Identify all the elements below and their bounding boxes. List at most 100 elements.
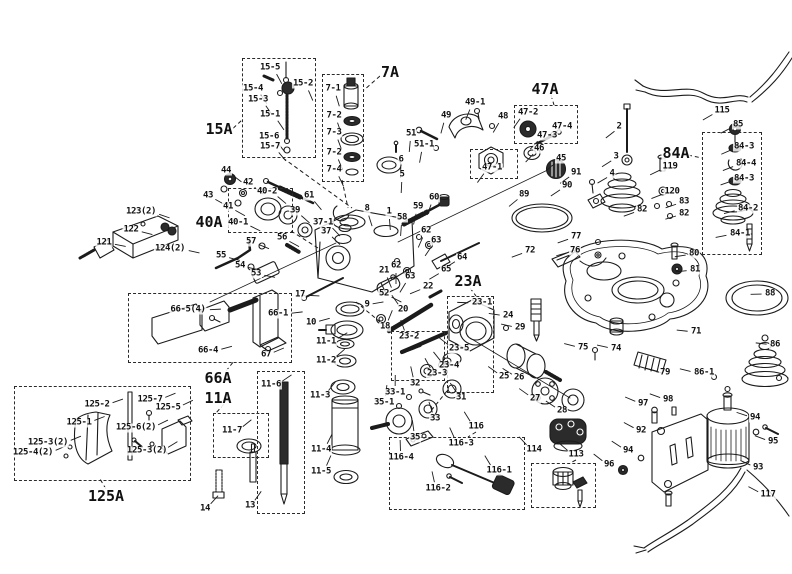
part-leader-line xyxy=(736,411,748,417)
part-leader-line xyxy=(593,453,603,462)
part-label-47-3: 47-3 xyxy=(535,130,559,141)
part-label-1: 1 xyxy=(385,206,393,217)
part-label-18: 18 xyxy=(378,321,392,332)
part-leader-line xyxy=(282,374,292,382)
group-connector-line xyxy=(290,230,319,249)
part-leader-line xyxy=(70,435,82,441)
part-label-28: 28 xyxy=(555,405,569,416)
part-label-125-3(2): 125-3(2) xyxy=(26,437,70,448)
part-leader-line xyxy=(314,201,322,211)
part-label-52: 52 xyxy=(377,288,391,299)
worm-shaft-and-fasteners xyxy=(376,193,480,334)
part-leader-line xyxy=(623,211,635,217)
group-box-7A xyxy=(322,74,364,182)
part-leader-line xyxy=(389,218,391,230)
part-label-47-4: 47-4 xyxy=(550,121,574,132)
part-label-121: 121 xyxy=(95,237,113,248)
part-label-14: 14 xyxy=(198,503,212,514)
part-label-65: 65 xyxy=(439,264,453,275)
part-leader-line xyxy=(492,122,500,133)
part-label-82: 82 xyxy=(677,208,691,219)
part-label-74: 74 xyxy=(609,343,623,354)
part-label-40-1: 40-1 xyxy=(226,217,250,228)
part-leader-line xyxy=(368,215,373,227)
part-leader-line xyxy=(248,267,260,271)
part-label-54: 54 xyxy=(233,260,247,271)
part-leader-line xyxy=(720,180,732,186)
part-label-29: 29 xyxy=(513,322,527,333)
group-box-84A xyxy=(702,132,762,255)
part-label-15-6: 15-6 xyxy=(257,131,281,142)
part-leader-line xyxy=(318,317,330,322)
part-leader-line xyxy=(674,254,686,258)
part-leader-line xyxy=(419,151,422,163)
part-label-13: 13 xyxy=(243,500,257,511)
part-label-84-4: 84-4 xyxy=(734,158,758,169)
part-label-79: 79 xyxy=(658,367,672,378)
part-label-23-2: 23-2 xyxy=(397,331,421,342)
part-label-45: 45 xyxy=(554,153,568,164)
part-leader-line xyxy=(508,199,518,207)
part-leader-line xyxy=(221,345,233,350)
part-label-76: 76 xyxy=(568,245,582,256)
part-leader-line xyxy=(400,319,405,331)
part-label-84-2: 84-2 xyxy=(736,203,760,214)
part-label-83: 83 xyxy=(677,196,691,207)
part-label-116-4: 116-4 xyxy=(387,452,415,463)
part-label-80: 80 xyxy=(687,248,701,259)
part-leader-line xyxy=(335,95,340,107)
part-leader-line xyxy=(157,419,169,426)
part-leader-line xyxy=(665,203,677,209)
group-box-116 xyxy=(389,437,525,510)
group-label-11A: 11A xyxy=(203,389,233,407)
part-label-114: 114 xyxy=(525,444,543,455)
part-label-11-7: 11-7 xyxy=(220,425,244,436)
part-leader-line xyxy=(410,366,414,378)
part-leader-line xyxy=(391,294,399,305)
part-label-62: 62 xyxy=(419,225,433,236)
part-label-81: 81 xyxy=(688,264,702,275)
part-label-43: 43 xyxy=(201,190,215,201)
group-box-15A xyxy=(242,58,316,158)
group-connector-line xyxy=(282,157,353,209)
part-label-8: 8 xyxy=(363,203,371,214)
part-leader-line xyxy=(264,274,276,278)
part-leader-line xyxy=(112,398,124,404)
part-label-23-3: 23-3 xyxy=(425,368,449,379)
group-box-125A xyxy=(14,386,191,481)
group-box-11A xyxy=(213,413,269,458)
part-leader-line xyxy=(676,329,688,332)
part-label-72: 72 xyxy=(523,245,537,256)
part-leader-line xyxy=(308,90,314,101)
part-leader-line xyxy=(702,114,713,121)
part-leader-line xyxy=(723,210,735,214)
part-label-116-2: 116-2 xyxy=(424,483,452,494)
part-leader-line xyxy=(277,120,285,131)
part-leader-line xyxy=(424,246,432,257)
column-clamp-and-guard xyxy=(63,289,287,465)
base-table-casting xyxy=(562,239,709,332)
part-label-33: 33 xyxy=(428,413,442,424)
part-label-67: 67 xyxy=(259,349,273,360)
part-label-123(2): 123(2) xyxy=(124,206,158,217)
part-label-7-3: 7-3 xyxy=(325,127,343,138)
part-leader-line xyxy=(277,196,287,204)
group-connector-line xyxy=(569,459,577,464)
part-label-59: 59 xyxy=(411,201,425,212)
part-leader-line xyxy=(250,225,261,232)
part-label-124(2): 124(2) xyxy=(153,243,187,254)
part-label-119: 119 xyxy=(661,161,679,172)
part-label-55: 55 xyxy=(214,250,228,261)
part-label-57: 57 xyxy=(244,236,258,247)
part-label-32: 32 xyxy=(408,378,422,389)
part-label-62: 62 xyxy=(389,260,403,271)
part-label-7-1: 7-1 xyxy=(324,83,342,94)
part-leader-line xyxy=(209,308,221,311)
part-leader-line xyxy=(646,367,658,372)
part-leader-line xyxy=(545,400,556,408)
part-label-94: 94 xyxy=(621,445,635,456)
part-leader-line xyxy=(722,166,734,171)
part-leader-line xyxy=(291,311,303,314)
part-leader-line xyxy=(338,176,344,187)
part-label-86: 86 xyxy=(768,339,782,350)
